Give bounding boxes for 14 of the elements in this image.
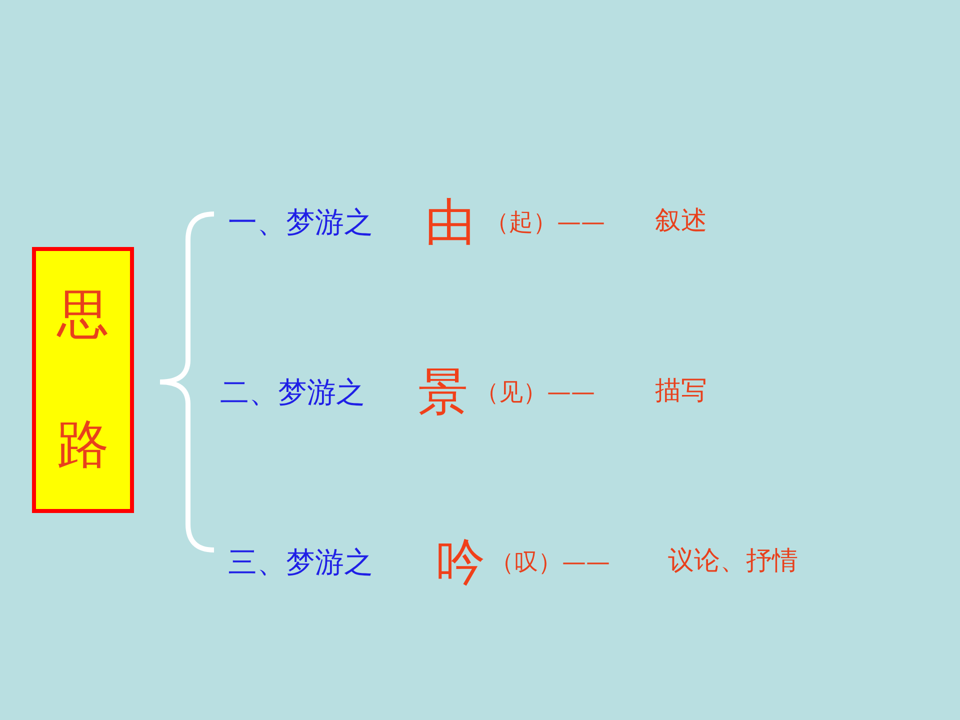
note-text: （见）—— <box>475 378 595 406</box>
item-heading: 二、梦游之 <box>220 374 365 410</box>
item-heading: 一、梦游之 <box>228 204 373 240</box>
note-text: （叹）—— <box>490 548 610 576</box>
method-text: 叙述 <box>655 206 707 238</box>
method-text: 议论、抒情 <box>668 546 798 578</box>
topic-title: 思路 <box>57 284 109 477</box>
method-text: 描写 <box>655 376 707 408</box>
note-text: （起）—— <box>485 208 605 236</box>
key-character: 由 <box>425 192 475 252</box>
key-character: 景 <box>418 362 468 422</box>
item-heading: 三、梦游之 <box>228 544 373 580</box>
key-character: 吟 <box>435 532 485 592</box>
topic-box <box>32 247 134 513</box>
